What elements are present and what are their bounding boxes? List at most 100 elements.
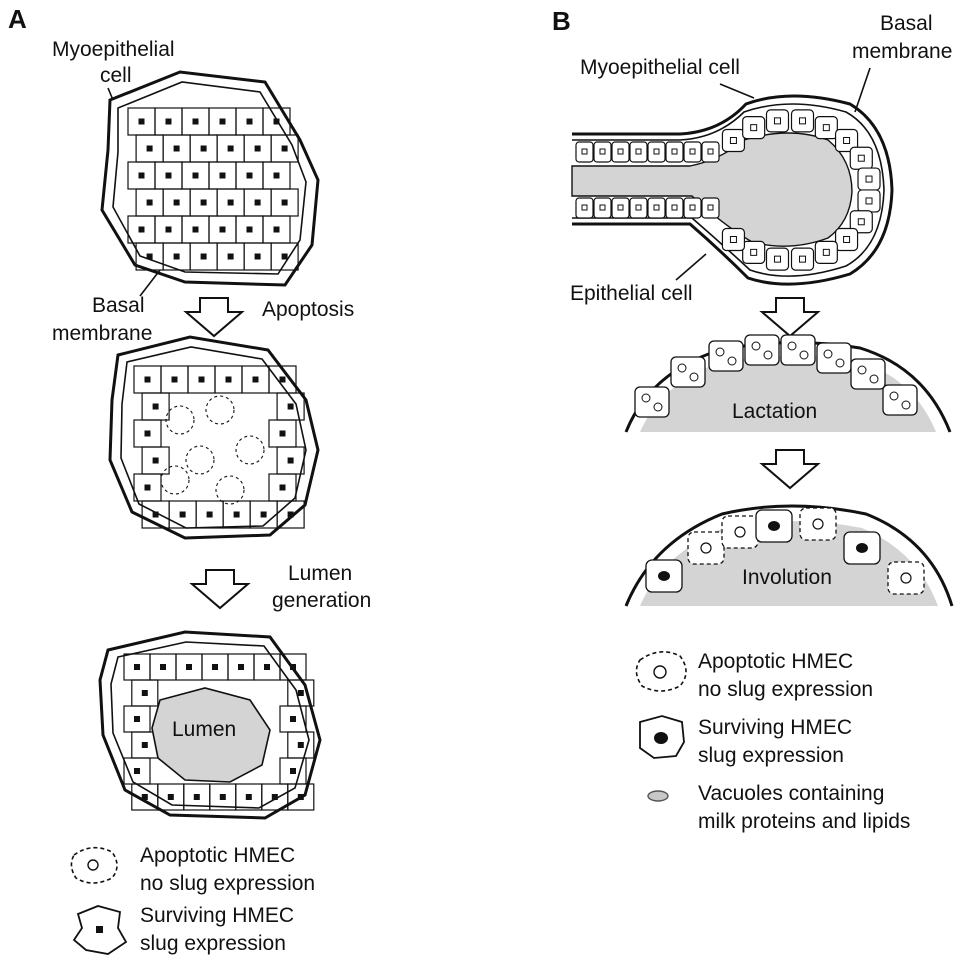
cell-nucleus bbox=[220, 173, 226, 179]
cell-nucleus bbox=[139, 173, 145, 179]
cell-nucleus bbox=[288, 458, 294, 464]
cell-nucleus bbox=[174, 254, 180, 260]
duct-cell bbox=[702, 198, 719, 218]
cell-nucleus bbox=[280, 377, 286, 383]
panel-a-myoepithelial-label-line1: Myoepithelial bbox=[52, 38, 175, 61]
cell-nucleus bbox=[180, 512, 186, 518]
cell-nucleus bbox=[228, 200, 234, 206]
panel-a-acinus-solid bbox=[102, 72, 318, 285]
cell-nucleus bbox=[147, 146, 153, 152]
panel-a-basal-pointer bbox=[140, 270, 160, 296]
lactating-cell bbox=[709, 341, 743, 371]
panel-b-myoepithelial-pointer bbox=[720, 84, 754, 98]
duct-cell bbox=[684, 142, 701, 162]
lactating-cell bbox=[817, 343, 851, 373]
cell-nucleus bbox=[272, 794, 278, 800]
cell-nucleus bbox=[142, 742, 148, 748]
cell-nucleus bbox=[298, 794, 304, 800]
cell-nucleus bbox=[220, 227, 226, 233]
alveolar-cell bbox=[743, 241, 765, 263]
duct-cell bbox=[612, 198, 629, 218]
lactating-cell bbox=[635, 387, 669, 417]
cell-nucleus bbox=[145, 485, 151, 491]
duct-cell bbox=[630, 142, 647, 162]
cell-nucleus bbox=[290, 664, 296, 670]
panel-a-lumen-label: Lumen bbox=[172, 718, 236, 741]
alveolar-cell bbox=[815, 117, 837, 139]
cell-nucleus bbox=[193, 173, 199, 179]
duct-cell bbox=[576, 198, 593, 218]
cell-nucleus bbox=[298, 742, 304, 748]
panel-a-lumen-generation-line2: generation bbox=[272, 589, 371, 612]
cell-nucleus bbox=[255, 254, 261, 260]
panel-a-legend-apoptotic-line2: no slug expression bbox=[140, 872, 315, 895]
apoptotic-cell bbox=[722, 516, 758, 548]
panel-b-duct-alveolus bbox=[572, 96, 892, 284]
panel-a-arrow-apoptosis bbox=[186, 298, 242, 336]
duct-cell bbox=[666, 142, 683, 162]
cell-nucleus bbox=[247, 173, 253, 179]
cell-nucleus bbox=[201, 146, 207, 152]
cell-nucleus bbox=[166, 227, 172, 233]
cell-nucleus bbox=[168, 794, 174, 800]
panel-a-basal-label-line2: membrane bbox=[52, 322, 152, 345]
cell-nucleus bbox=[160, 664, 166, 670]
cell-nucleus bbox=[280, 431, 286, 437]
alveolar-cell bbox=[766, 110, 788, 132]
panel-a-apoptosis-label: Apoptosis bbox=[262, 298, 354, 321]
panel-b-legend-vacuoles-line1: Vacuoles containing bbox=[698, 782, 884, 805]
cell-nucleus bbox=[172, 377, 178, 383]
cell-nucleus bbox=[298, 690, 304, 696]
panel-b-legend-apoptotic-line2: no slug expression bbox=[698, 678, 873, 701]
cell-nucleus bbox=[194, 794, 200, 800]
apoptotic-cell bbox=[800, 508, 836, 540]
alveolar-cell bbox=[850, 147, 872, 169]
duct-cell bbox=[648, 198, 665, 218]
cell-nucleus bbox=[264, 664, 270, 670]
panel-b-legend: Apoptotic HMEC no slug expression Surviv… bbox=[636, 650, 910, 833]
vacuole-icon bbox=[648, 791, 668, 801]
alveolar-cell bbox=[766, 248, 788, 270]
apoptotic-cell-icon bbox=[636, 652, 686, 691]
cell-nucleus bbox=[186, 664, 192, 670]
apoptotic-cell bbox=[888, 562, 924, 594]
cell-nucleus bbox=[282, 146, 288, 152]
alveolar-cell bbox=[722, 130, 744, 152]
duct-cell bbox=[684, 198, 701, 218]
panel-b-basal-label-line2: membrane bbox=[852, 40, 952, 63]
surviving-cell-icon bbox=[640, 716, 684, 758]
cell-nucleus bbox=[234, 512, 240, 518]
cell-nucleus bbox=[142, 794, 148, 800]
cell-nucleus bbox=[280, 485, 286, 491]
cell-nucleus bbox=[134, 664, 140, 670]
cell-nucleus bbox=[147, 200, 153, 206]
alveolar-cell bbox=[858, 190, 880, 212]
panel-a-lumen-generation-line1: Lumen bbox=[288, 562, 352, 585]
lactating-cell bbox=[671, 357, 705, 387]
cell-nucleus bbox=[145, 377, 151, 383]
surviving-cell-icon bbox=[74, 906, 126, 954]
duct-cell bbox=[612, 142, 629, 162]
duct-cell bbox=[702, 142, 719, 162]
cell-nucleus bbox=[228, 146, 234, 152]
duct-cell bbox=[630, 198, 647, 218]
panel-b-myoepithelial-label: Myoepithelial cell bbox=[580, 56, 740, 79]
panel-b-arrow-lactation bbox=[762, 298, 818, 336]
panel-b-arrow-involution bbox=[762, 450, 818, 488]
cell-nucleus bbox=[193, 119, 199, 125]
cell-nucleus bbox=[207, 512, 213, 518]
cell-nucleus bbox=[228, 254, 234, 260]
alveolar-cell bbox=[743, 117, 765, 139]
cell-nucleus bbox=[145, 431, 151, 437]
alveolar-cell bbox=[792, 248, 814, 270]
cell-nucleus bbox=[166, 173, 172, 179]
cell-nucleus bbox=[220, 794, 226, 800]
cell-nucleus bbox=[153, 458, 159, 464]
cell-nucleus bbox=[139, 227, 145, 233]
cell-nucleus bbox=[290, 768, 296, 774]
cell-nucleus bbox=[247, 119, 253, 125]
panel-b-letter: B bbox=[552, 6, 571, 36]
cell-nucleus bbox=[201, 200, 207, 206]
panel-b-lactation-label: Lactation bbox=[732, 400, 817, 423]
panel-b-legend-vacuoles-line2: milk proteins and lipids bbox=[698, 810, 910, 833]
